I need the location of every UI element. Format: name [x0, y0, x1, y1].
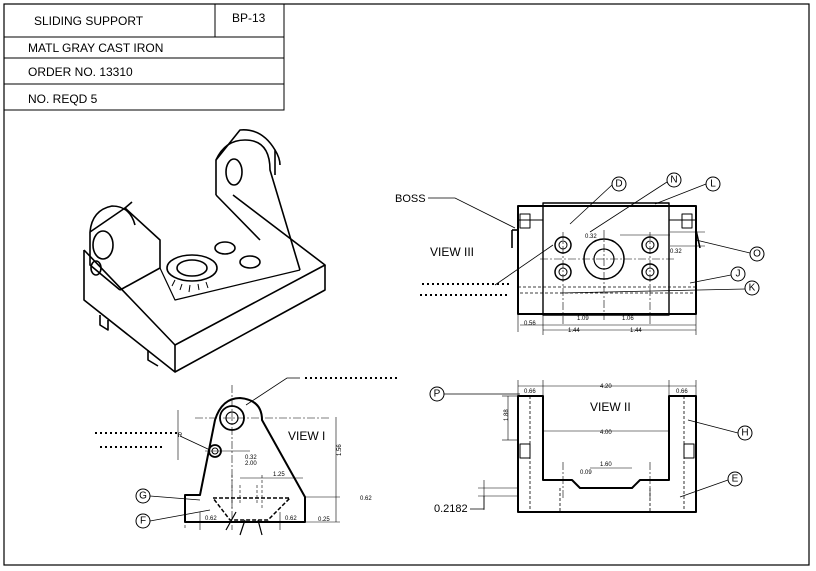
bubble-e: [679, 471, 743, 498]
title-block: [3, 3, 285, 111]
dim-1-25: 1.25: [273, 472, 285, 478]
dim-0-25: 0.25: [318, 517, 330, 523]
bubble-g: [135, 488, 201, 504]
dim-0-66-right: 0.66: [676, 389, 688, 395]
bubble-g-text: G: [139, 491, 147, 502]
bubble-o-text: O: [753, 249, 761, 260]
bubble-p-text: P: [434, 389, 441, 400]
depth-value: 0.2182: [434, 503, 468, 515]
sheet-border: [3, 3, 810, 566]
isometric-view: [83, 129, 326, 373]
bubble-p: [429, 386, 520, 402]
dim-0-62-right: 0.62: [360, 496, 372, 502]
dim-1-44-right: 1.44: [630, 328, 642, 334]
dim-2-00: 2.00: [245, 461, 257, 467]
leader-view3-hole: [494, 244, 554, 286]
leader-left: [179, 435, 211, 451]
bubble-d-text: D: [615, 179, 622, 190]
bubble-f-text: F: [140, 516, 146, 527]
bubble-d: [569, 176, 627, 225]
bubble-l-text: L: [710, 179, 716, 190]
dim-1-88: 1.88: [504, 409, 510, 421]
bubble-l: [654, 176, 721, 205]
boss-leader: [428, 197, 516, 229]
dim-0-66-left: 0.66: [524, 389, 536, 395]
dim-0-32-top: 0.32: [585, 234, 597, 240]
dim-0-62-left: 0.62: [205, 516, 217, 522]
view-1-drawing: [177, 385, 340, 536]
bubble-h: [687, 419, 753, 441]
part-name: SLIDING SUPPORT: [34, 14, 144, 28]
view-3-label: VIEW III: [430, 245, 474, 259]
dim-0-32-v1: 0.32: [245, 455, 257, 461]
bubble-o: [695, 239, 765, 262]
dim-0-56: 0.56: [524, 321, 536, 327]
view-2-drawing: [478, 380, 697, 513]
order-number: ORDER NO. 13310: [28, 65, 133, 79]
bubble-j-text: J: [736, 269, 741, 280]
leader-top: [245, 377, 300, 406]
bubble-n-text: N: [670, 175, 677, 186]
dim-1-56: 1.56: [337, 444, 343, 456]
view-3-drawing: [511, 202, 705, 335]
dim-4-00: 4.00: [600, 430, 612, 436]
dim-1-06: 1.06: [622, 316, 634, 322]
dim-1-44-left: 1.44: [568, 328, 580, 334]
boss-label: BOSS: [395, 193, 426, 205]
quantity-required: NO. REQD 5: [28, 92, 98, 106]
bubble-n: [589, 172, 682, 233]
material: MATL GRAY CAST IRON: [28, 41, 163, 55]
dim-4-20: 4.20: [600, 384, 612, 390]
bubble-j: [689, 266, 746, 284]
dim-0-32-right: 0.32: [670, 249, 682, 255]
depth-leader: [470, 496, 485, 510]
dim-0-09: 0.09: [580, 470, 592, 476]
view-2-label: VIEW II: [590, 400, 631, 414]
bubble-f: [135, 509, 211, 529]
dim-1-09: 1.09: [577, 316, 589, 322]
drawing-number: BP-13: [232, 11, 266, 25]
bubble-k: [559, 280, 760, 296]
dim-0-62-mid: 0.62: [285, 516, 297, 522]
view-1-label: VIEW I: [288, 429, 325, 443]
dim-1-60: 1.60: [600, 462, 612, 468]
bubble-h-text: H: [741, 428, 748, 439]
bubble-k-text: K: [749, 283, 756, 294]
bubble-e-text: E: [732, 474, 739, 485]
